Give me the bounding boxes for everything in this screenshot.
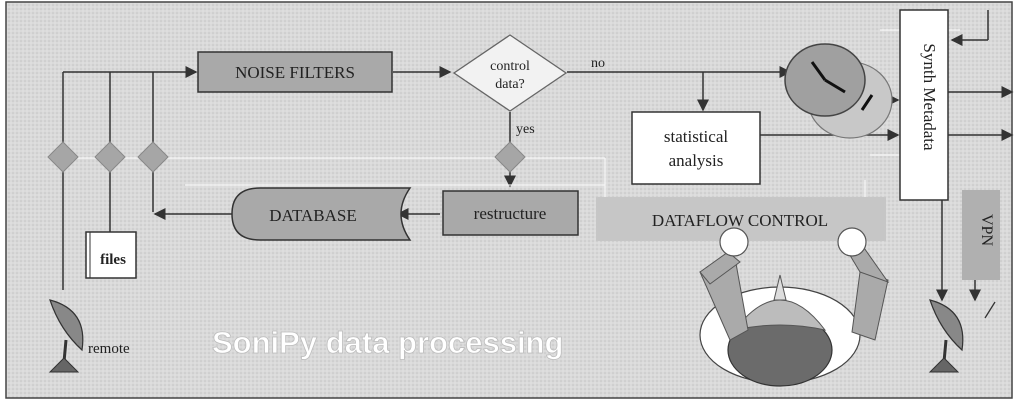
watermark-title: SoniPy data processing [212,325,563,360]
vpn-label: VPN [978,214,995,246]
restructure-box: restructure [442,190,579,236]
diamond-junctions [47,141,526,173]
clock-icon [784,43,893,139]
control-data-decision: control data? [452,34,568,112]
noise-filters-label: NOISE FILTERS [235,63,355,82]
remote-label: remote [88,341,130,357]
restructure-label: restructure [474,204,547,223]
yes-label: yes [516,122,535,137]
satellite-dish-icon-right [928,299,996,373]
stat-label-line2: analysis [669,151,724,170]
synth-metadata-box: Synth Metadata [899,9,949,201]
decision-label-line1: control [490,59,530,74]
database-label: DATABASE [269,206,356,225]
satellite-dish-icon-left [48,299,84,373]
synth-metadata-label: Synth Metadata [920,43,939,151]
person-figure-icon [699,227,890,387]
stat-label-line1: statistical [664,127,728,146]
no-label: no [591,56,605,71]
statistical-analysis-box: statistical analysis [631,111,761,185]
noise-filters-box: NOISE FILTERS [197,51,393,93]
decision-label-line2: data? [495,77,525,92]
files-label: files [100,252,126,268]
files-icon: files [85,231,137,279]
database-shape: DATABASE [231,187,412,241]
dataflow-control-label: DATAFLOW CONTROL [652,211,828,230]
vpn-box: VPN [962,190,1000,280]
